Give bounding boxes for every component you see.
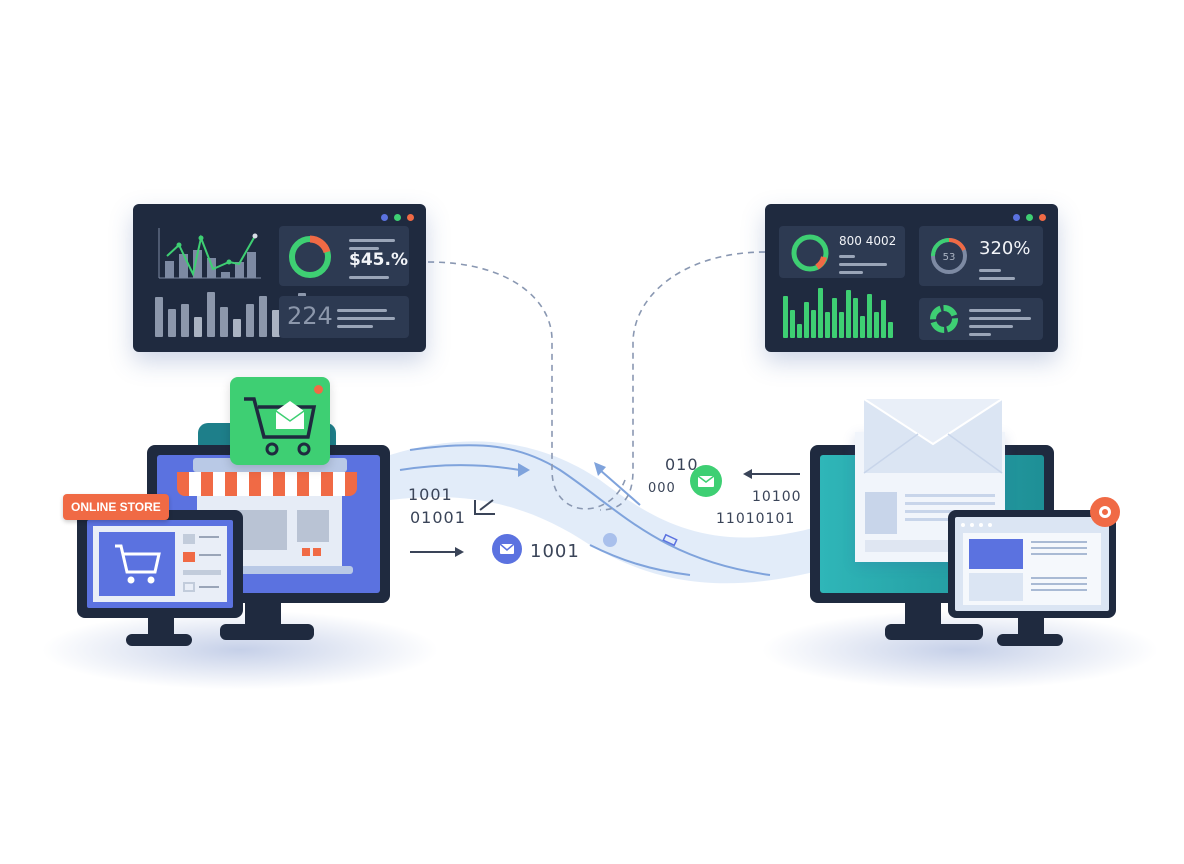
online-store-label: ONLINE STORE — [63, 494, 169, 520]
right-ground-shadow — [760, 610, 1160, 690]
notification-dot-icon — [314, 385, 323, 394]
monitor-base — [220, 624, 314, 640]
binary-mid: 1001 — [530, 541, 580, 562]
email-laptop-monitor — [948, 510, 1116, 618]
metric-growth: 320% — [979, 238, 1031, 259]
envelope-icon — [863, 398, 1003, 474]
gauge-icon: 53 — [931, 237, 967, 274]
shopping-cart-icon — [115, 544, 161, 584]
store-laptop-monitor — [77, 510, 243, 618]
product-image — [99, 532, 175, 596]
green-bar-chart — [783, 288, 893, 338]
stats-card-3 — [919, 298, 1043, 340]
window-controls — [1013, 214, 1046, 221]
metric-count: 224 — [287, 302, 333, 330]
donut-chart-icon — [791, 234, 829, 272]
svg-text:53: 53 — [943, 252, 956, 263]
left-analytics-dashboard: $45.% 224 — [133, 204, 426, 352]
envelope-icon-blue — [492, 534, 522, 564]
shopping-cart-badge — [230, 377, 330, 465]
window-controls — [381, 214, 414, 221]
binary-right-1: 10100 — [752, 489, 802, 505]
count-card: 224 — [279, 296, 409, 338]
shopping-cart-icon — [244, 397, 317, 456]
donut-chart-icon — [289, 235, 331, 278]
monitor-base — [885, 624, 983, 640]
binary-left-1: 1001 — [408, 485, 453, 504]
revenue-card: $45.% — [279, 226, 409, 286]
binary-right-small: 000 — [648, 481, 676, 496]
stats-card-2: 53 320% — [919, 226, 1043, 286]
envelope-icon-green — [690, 465, 722, 497]
donut-chart-icon — [930, 305, 958, 333]
notification-badge-icon — [1090, 497, 1120, 527]
metric-percent: $45.% — [349, 250, 408, 270]
laptop-base — [997, 634, 1063, 646]
right-analytics-dashboard: 800 4002 53 320% — [765, 204, 1058, 352]
binary-right-top: 010 — [665, 455, 699, 474]
left-ground-shadow — [40, 610, 440, 690]
binary-left-2: 01001 — [410, 508, 466, 527]
laptop-base — [126, 634, 192, 646]
stats-card-1: 800 4002 — [779, 226, 905, 278]
binary-right-2: 11010101 — [716, 511, 796, 527]
metric-total: 800 4002 — [839, 234, 897, 248]
line-chart — [158, 228, 261, 279]
